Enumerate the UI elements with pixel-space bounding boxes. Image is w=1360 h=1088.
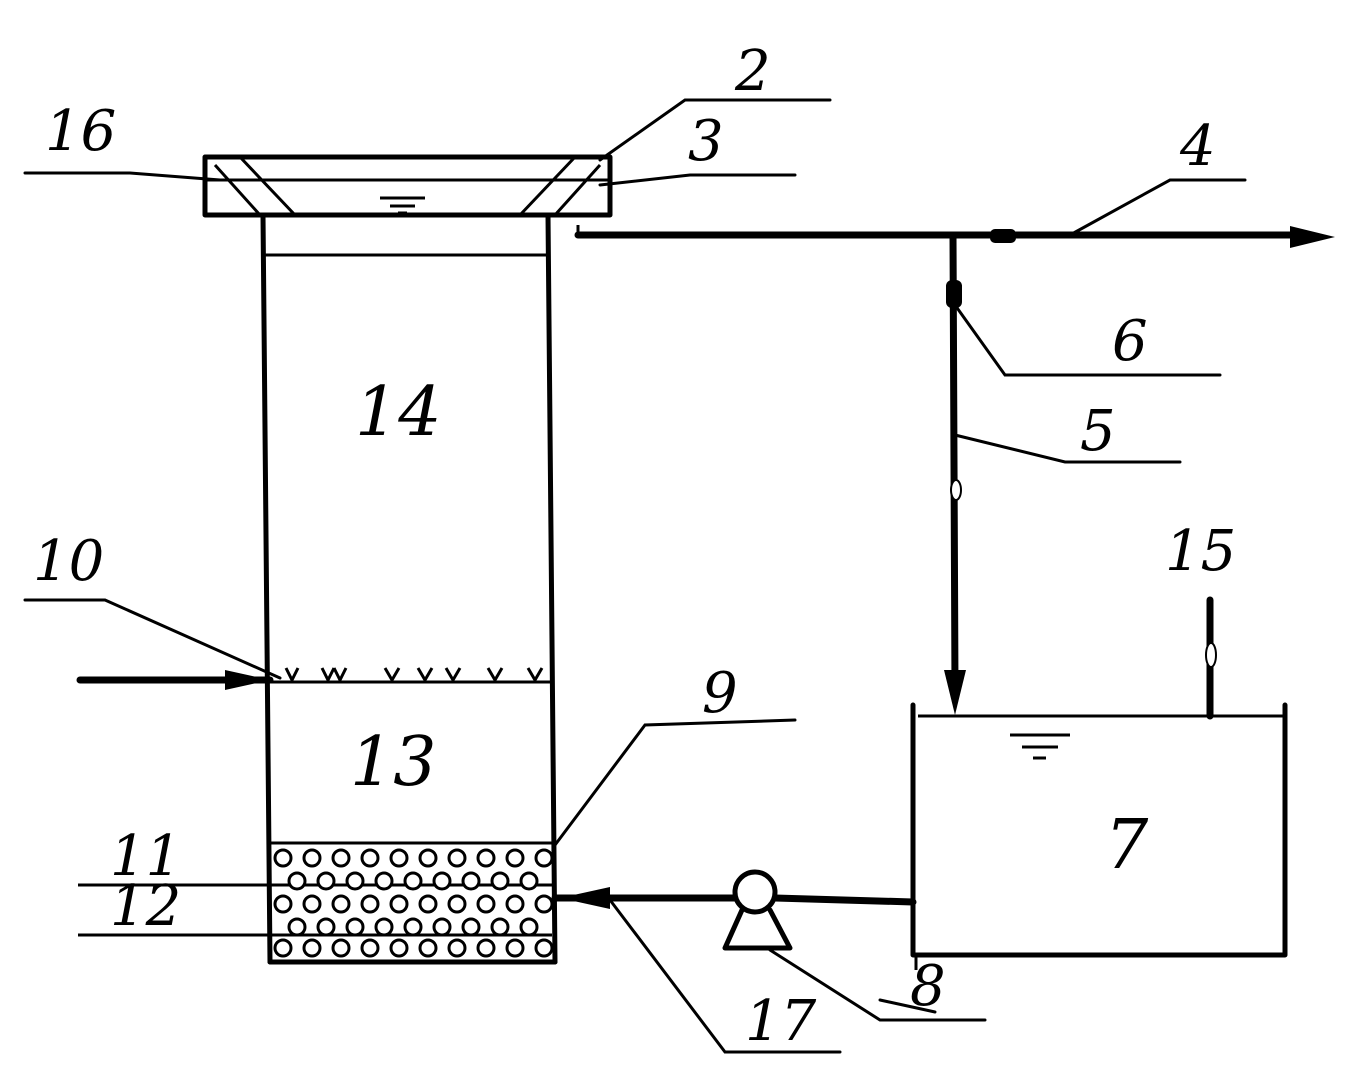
leader-16 (23, 171, 222, 182)
bead (273, 848, 293, 868)
label-8: 8 (910, 954, 946, 1019)
label-11: 11 (110, 824, 181, 889)
bead (360, 894, 380, 914)
bead (447, 848, 467, 868)
leader-5 (953, 433, 1182, 464)
leader-3 (598, 173, 797, 187)
bead (302, 938, 322, 958)
bead (287, 917, 307, 937)
top-collection-trough (202, 154, 613, 218)
bead (418, 848, 438, 868)
bead (302, 848, 322, 868)
bead (534, 938, 554, 958)
bead (316, 917, 336, 937)
filter-media-beads (273, 848, 554, 958)
bead (331, 848, 351, 868)
bead (302, 894, 322, 914)
bead (418, 938, 438, 958)
label-10: 10 (33, 529, 104, 594)
leader-6 (953, 303, 1222, 377)
storage-tank (910, 596, 1288, 970)
bead (389, 938, 409, 958)
bead (374, 871, 394, 891)
label-7: 7 (1105, 806, 1149, 885)
label-17: 17 (745, 989, 817, 1054)
bead (505, 938, 525, 958)
bead (403, 871, 423, 891)
bead (519, 917, 539, 937)
bead (476, 938, 496, 958)
leader-10 (23, 598, 282, 680)
bead (389, 894, 409, 914)
label-13: 13 (350, 723, 437, 802)
bead (273, 938, 293, 958)
effluent-pipe (574, 225, 1335, 248)
bead (273, 894, 293, 914)
bead (403, 917, 423, 937)
bead (490, 917, 510, 937)
label-12: 12 (110, 874, 181, 939)
bead (461, 871, 481, 891)
feed-pipe (551, 887, 917, 909)
label-3: 3 (688, 109, 724, 174)
bead (519, 871, 539, 891)
bead (316, 871, 336, 891)
leader-8 (878, 998, 937, 1014)
bead (389, 848, 409, 868)
bead (331, 894, 351, 914)
bead (418, 894, 438, 914)
reference-labels: 2 3 4 5 6 7 8 9 10 11 12 13 14 15 16 17 (33, 39, 1236, 1054)
leader-8b (768, 948, 987, 1022)
leader-17 (608, 898, 842, 1054)
pump (722, 869, 793, 951)
diffuser-nozzles (284, 667, 544, 684)
bead (345, 917, 365, 937)
packed-bed (78, 841, 554, 958)
label-9: 9 (702, 661, 738, 726)
bead (447, 938, 467, 958)
leader-9 (553, 718, 797, 847)
label-4: 4 (1179, 114, 1216, 179)
bead (432, 871, 452, 891)
bead (360, 848, 380, 868)
bead (505, 894, 525, 914)
bead (374, 917, 394, 937)
bead (534, 894, 554, 914)
label-16: 16 (45, 99, 116, 164)
bead (345, 871, 365, 891)
bead (287, 871, 307, 891)
bead (331, 938, 351, 958)
reactor-column (260, 212, 558, 965)
return-pipe (944, 231, 966, 715)
label-2: 2 (734, 39, 771, 104)
leader-lines (23, 98, 1247, 1054)
label-6: 6 (1112, 309, 1148, 374)
bead (461, 917, 481, 937)
bead (447, 894, 467, 914)
bead (360, 938, 380, 958)
bead (476, 848, 496, 868)
label-15: 15 (1165, 519, 1236, 584)
bead (490, 871, 510, 891)
bead (534, 848, 554, 868)
bead (505, 848, 525, 868)
gas-distributor (76, 667, 552, 690)
label-5: 5 (1080, 399, 1116, 464)
leader-4 (1068, 178, 1247, 237)
bead (432, 917, 452, 937)
leader-2 (598, 98, 832, 162)
label-14: 14 (355, 373, 442, 452)
bead (476, 894, 496, 914)
